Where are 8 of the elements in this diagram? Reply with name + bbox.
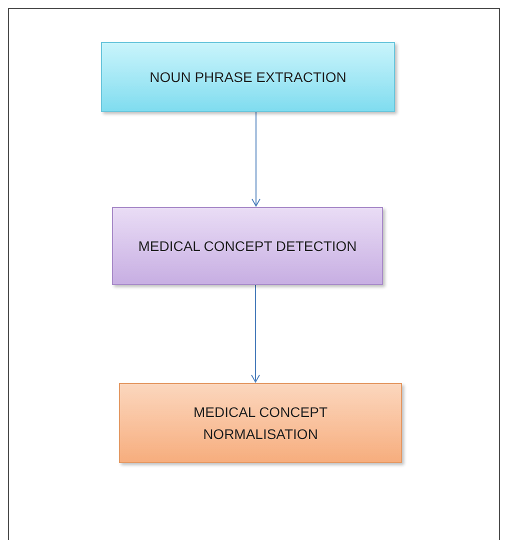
box-label: NOUN PHRASE EXTRACTION: [148, 68, 348, 87]
process-box: [101, 42, 395, 112]
box-label: MEDICAL CONCEPT NORMALISATION: [192, 403, 329, 444]
arrow: [251, 284, 260, 382]
arrow: [252, 112, 260, 206]
box-label: MEDICAL CONCEPT DETECTION: [137, 237, 358, 256]
process-box: [112, 207, 383, 285]
process-box: [119, 383, 402, 463]
